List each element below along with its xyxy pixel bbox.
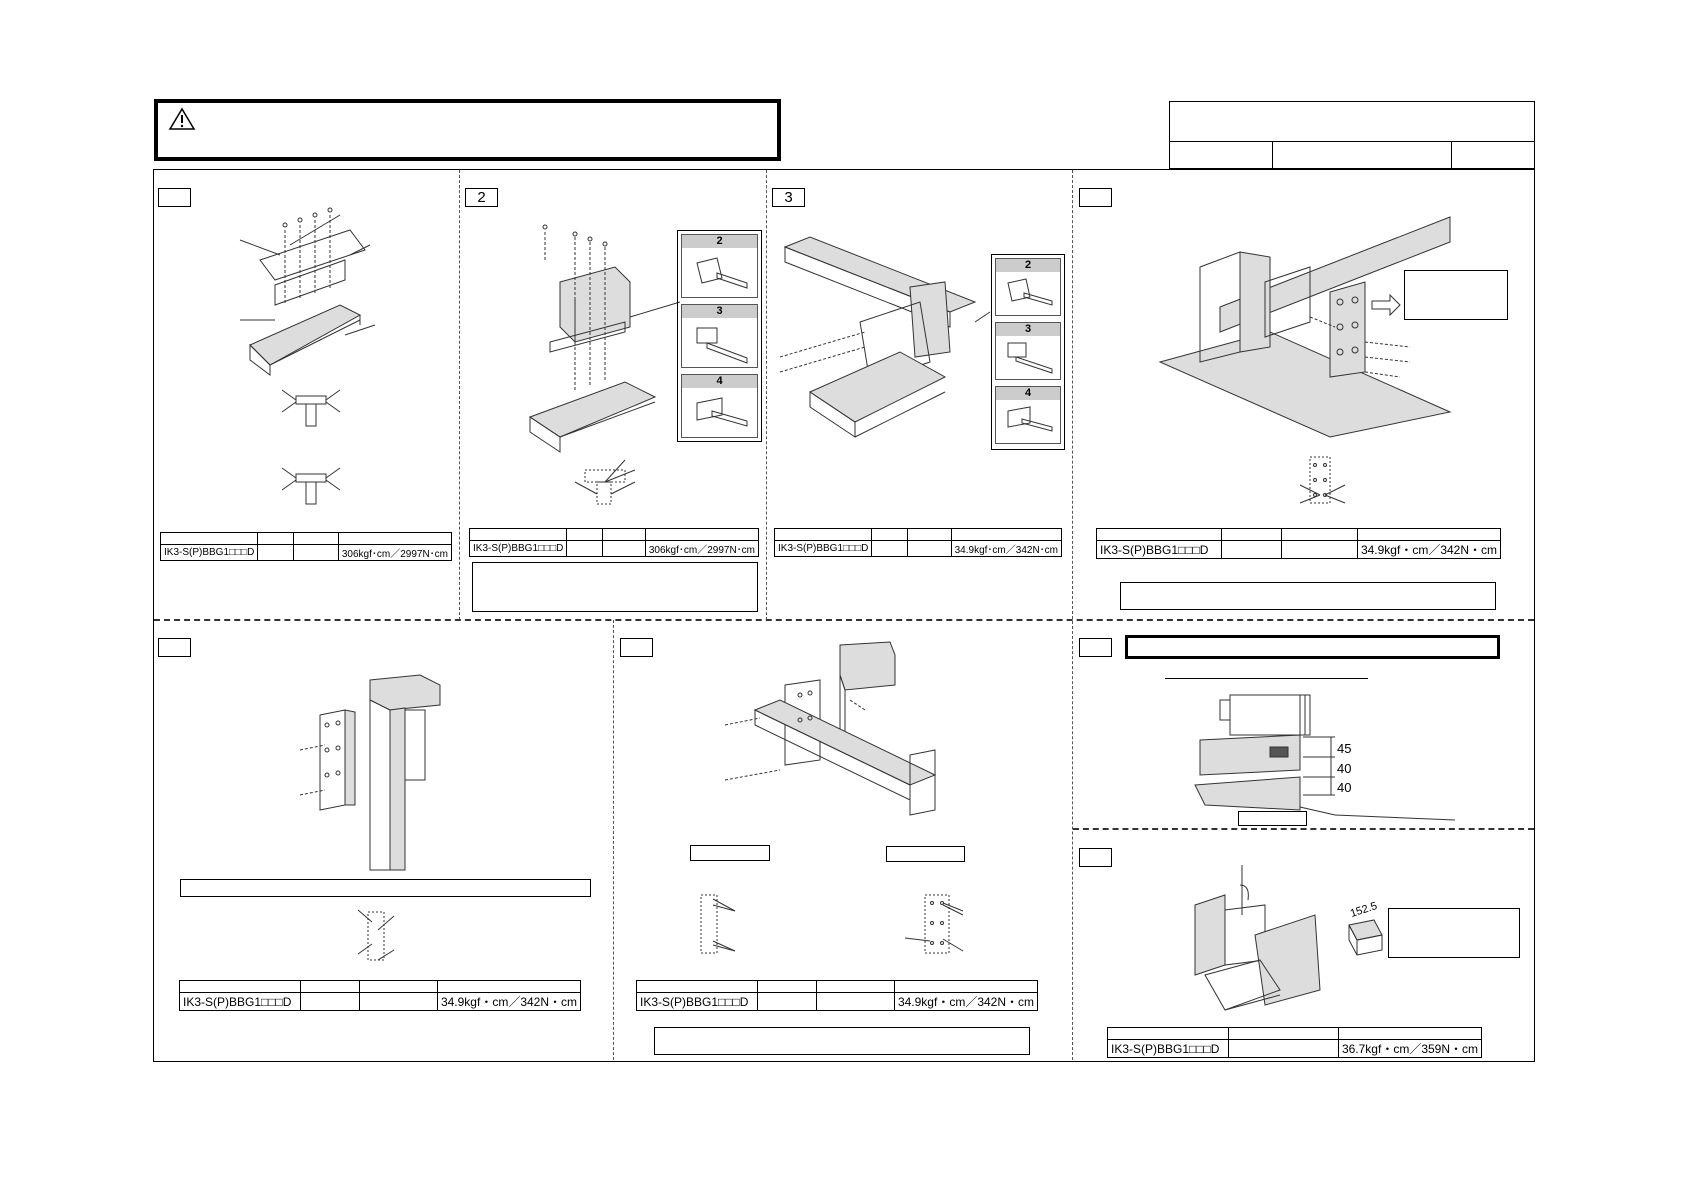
step-4-label [1079, 188, 1112, 207]
thumbnail-label: 3 [996, 323, 1060, 336]
torque-value-cell: 306kgf･cm／2997N･cm [337, 544, 453, 561]
torque-table: IK3-S(P)BBG1□□□D 34.9kgf･cm／342N･cm [773, 528, 1063, 557]
orientation-thumbnail-group [991, 254, 1065, 450]
model-cell: IK3-S(P)BBG1□□□D [773, 540, 873, 557]
clamp-assembly-illustration [1194, 865, 1321, 1011]
bracket-detail-icon [281, 467, 341, 505]
note-box [1120, 582, 1496, 610]
orientation-thumbnail: 3 [681, 304, 758, 368]
orientation-thumbnail: 3 [995, 322, 1061, 380]
torque-value-cell: 36.7kgf・cm／359N・cm [1337, 1039, 1483, 1058]
model-cell: IK3-S(P)BBG1□□□D [468, 540, 568, 557]
torque-value-cell: 34.9kgf・cm／342N・cm [893, 992, 1039, 1011]
actuator-mount-illustration [528, 224, 681, 453]
actuator-thumb-icon [696, 257, 748, 289]
step-5-label [158, 638, 191, 657]
orientation-thumbnail: 2 [681, 234, 758, 298]
torque-table: IK3-S(P)BBG1□□□D 34.9kgf・cm／342N・cm [636, 980, 1039, 1011]
note-box [1404, 270, 1508, 320]
vertical-axis-illustration [299, 674, 441, 871]
bracket-detail-icon [574, 459, 636, 505]
thumbnail-label: 4 [682, 375, 757, 388]
step-3-label: 3 [772, 188, 805, 207]
torque-table: IK3-S(P)BBG1□□□D 34.9kgf・cm／342N・cm [179, 980, 582, 1011]
torque-table: IK3-S(P)BBG1□□□D 306kgf･cm／2997N･cm [468, 528, 760, 557]
title-block-divider [1170, 141, 1534, 142]
panel-divider [1073, 828, 1534, 830]
thumbnail-label: 2 [996, 259, 1060, 272]
title-block-divider [1272, 141, 1273, 169]
model-cell: IK3-S(P)BBG1□□□D [1095, 540, 1223, 559]
torque-table: IK3-S(P)BBG1□□□D 34.9kgf・cm／342N・cm [1095, 528, 1502, 559]
orientation-thumbnail: 4 [995, 386, 1061, 444]
bracket-detail-icon [281, 389, 341, 427]
two-axis-assembly-illustration [779, 236, 991, 438]
note-box [654, 1027, 1030, 1055]
drawing-frame [153, 169, 1535, 1062]
actuator-thumb-icon [1007, 342, 1053, 374]
block-detail-icon [1348, 919, 1383, 956]
label-box [690, 845, 770, 861]
orientation-thumbnail: 2 [995, 258, 1061, 316]
vertical-plate-mount-illustration [1158, 216, 1452, 438]
step-6-label [620, 638, 653, 657]
underline [1165, 678, 1368, 679]
actuator-bracket-illustration [239, 207, 376, 376]
cross-axis-illustration [724, 641, 937, 816]
thumbnail-label: 2 [682, 235, 757, 248]
dimension-label: 45 [1337, 741, 1352, 756]
orientation-thumbnail: 4 [681, 374, 758, 438]
thumbnail-label: 4 [996, 387, 1060, 400]
torque-value-cell: 34.9kgf･cm／342N･cm [950, 540, 1063, 557]
label-box [1238, 811, 1307, 826]
plate-detail-icon [700, 894, 736, 954]
warning-triangle-icon [168, 107, 196, 130]
torque-value-cell: 34.9kgf・cm／342N・cm [1356, 540, 1502, 559]
heading-box [1125, 635, 1500, 659]
note-box [472, 562, 758, 612]
actuator-thumb-icon [1007, 406, 1053, 432]
model-cell: IK3-S(P)BBG1□□□D [159, 544, 259, 561]
orientation-thumbnail-group [677, 230, 762, 442]
plate-detail-icon [357, 909, 395, 961]
model-cell: IK3-S(P)BBG1□□□D [179, 992, 301, 1011]
torque-table: IK3-S(P)BBG1□□□D 306kgf･cm／2997N･cm [159, 532, 453, 561]
step-2-label: 2 [465, 188, 498, 207]
title-block [1169, 101, 1535, 169]
panel-divider [613, 620, 614, 1060]
actuator-thumb-icon [1007, 278, 1053, 306]
arrow-icon [1371, 293, 1401, 317]
model-cell: IK3-S(P)BBG1□□□D [636, 992, 758, 1011]
title-block-divider [1451, 141, 1452, 169]
torque-table: IK3-S(P)BBG1□□□D 36.7kgf・cm／359N・cm [1106, 1027, 1483, 1058]
panel-divider [459, 170, 460, 620]
torque-value-cell: 306kgf･cm／2997N･cm [644, 540, 760, 557]
label-box [886, 846, 965, 862]
actuator-thumb-icon [696, 397, 748, 427]
dimension-label: 40 [1337, 761, 1352, 776]
plate-detail-icon [904, 894, 964, 954]
panel-divider [766, 170, 767, 620]
step-7-label [1079, 638, 1112, 657]
panel-divider [154, 619, 1534, 621]
thumbnail-label: 3 [682, 305, 757, 318]
dimension-label: 40 [1337, 780, 1352, 795]
model-cell: IK3-S(P)BBG1□□□D [1106, 1039, 1230, 1058]
plate-detail-icon [1299, 456, 1346, 504]
warning-box [154, 99, 781, 161]
note-box [180, 879, 591, 897]
panel-divider [1072, 170, 1073, 1060]
note-box [1388, 908, 1520, 958]
step-8-label [1079, 848, 1112, 867]
actuator-thumb-icon [696, 327, 748, 364]
torque-value-cell: 34.9kgf・cm／342N・cm [436, 992, 582, 1011]
step-1-label [158, 188, 191, 207]
side-view-dimension-illustration [1194, 694, 1456, 821]
